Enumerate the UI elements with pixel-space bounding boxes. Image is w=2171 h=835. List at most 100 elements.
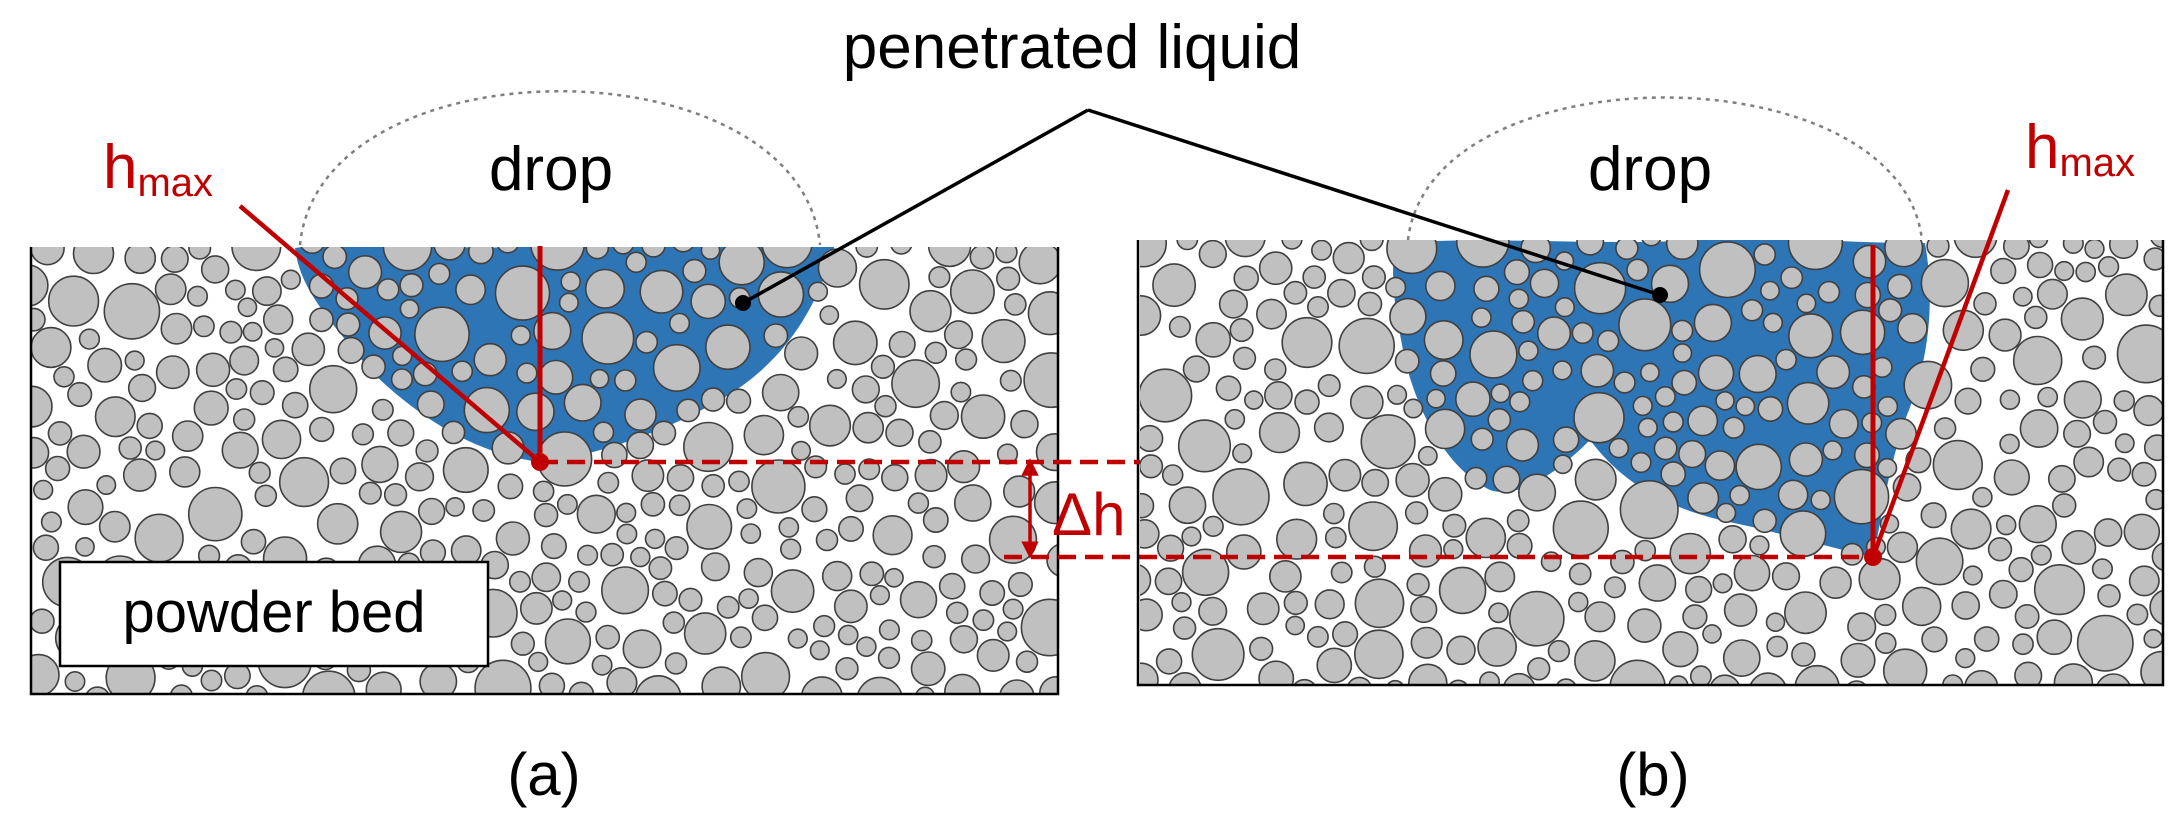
powder-particle [668, 312, 691, 334]
powder-particle [351, 423, 375, 446]
powder-particle [2084, 240, 2105, 259]
powder-particle [1687, 405, 1719, 437]
powder-particle [2097, 583, 2121, 608]
powder-particle [1224, 240, 1266, 258]
powder-particle [837, 624, 859, 646]
powder-particle [1354, 629, 1404, 680]
powder-particle [817, 248, 858, 288]
powder-particle [1689, 665, 1712, 685]
powder-particle [676, 398, 701, 423]
powder-particle [1140, 598, 1163, 632]
powder-particle [309, 416, 335, 443]
powder-particle [857, 676, 903, 693]
powder-particle [1573, 391, 1625, 444]
powder-particle [1828, 408, 1859, 439]
powder-particle [1492, 465, 1521, 494]
powder-particle [497, 247, 519, 254]
powder-particle [75, 537, 95, 557]
powder-particle [1361, 265, 1386, 290]
powder-particle [783, 336, 819, 371]
powder-particle [32, 653, 60, 693]
powder-particle [890, 247, 913, 255]
powder-particle [1348, 501, 1399, 552]
powder-particle [118, 436, 142, 460]
powder-particle [1584, 601, 1616, 633]
powder-particle [1140, 240, 1167, 268]
powder-particle [910, 651, 946, 687]
powder-particle [743, 557, 774, 588]
powder-particle [801, 676, 843, 693]
powder-particle [1632, 395, 1653, 417]
powder-particle [1506, 532, 1533, 559]
powder-particle [32, 264, 49, 307]
powder-particle [455, 274, 487, 306]
powder-particle [1660, 461, 1687, 487]
powder-particle [922, 506, 949, 533]
powder-particle [1791, 642, 1816, 667]
powder-particle [416, 390, 445, 419]
powder-particle [124, 247, 157, 275]
powder-particle [1839, 309, 1886, 356]
powder-particle [585, 247, 610, 260]
powder-particle [87, 347, 123, 383]
powder-particle [98, 510, 131, 543]
powder-particle [224, 279, 246, 301]
powder-particle [1955, 647, 1976, 669]
powder-particle [1322, 502, 1345, 525]
powder-particle [1573, 261, 1627, 315]
powder-particle [821, 560, 853, 592]
powder-particle [927, 247, 972, 268]
powder-particle [1140, 564, 1152, 596]
powder-particle [612, 247, 634, 255]
powder-particle [1490, 383, 1511, 404]
powder-particle [738, 588, 760, 610]
powder-particle [597, 471, 620, 494]
powder-particle [1455, 240, 1510, 268]
powder-particle [1816, 355, 1851, 390]
powder-particle [787, 405, 810, 428]
powder-particle [909, 289, 952, 333]
powder-particle [1386, 384, 1408, 405]
powder-particle [2123, 513, 2161, 551]
panel-b [1136, 96, 2165, 687]
powder-particle [472, 498, 496, 522]
powder-particle [1784, 591, 1828, 635]
powder-particle [1181, 526, 1202, 547]
powder-particle [556, 493, 578, 515]
powder-particle [1283, 590, 1309, 616]
powder-particle [1517, 473, 1557, 512]
powder-particle [2145, 488, 2162, 511]
powder-particle [193, 390, 229, 426]
powder-particle [808, 404, 852, 447]
powder-particle [1293, 678, 1316, 685]
powder-bed-particles-right [1140, 240, 2162, 685]
powder-particle [122, 458, 157, 492]
powder-particle [538, 359, 574, 395]
powder-particle [635, 330, 659, 354]
powder-particle [1311, 240, 1333, 261]
powder-particle [1307, 295, 1330, 318]
powder-particle [1359, 240, 1384, 252]
powder-particle [981, 318, 1026, 364]
powder-particle [2128, 565, 2160, 597]
powder-particle [1314, 589, 1345, 620]
powder-particle [1810, 489, 1831, 511]
powder-particle [728, 470, 750, 493]
powder-particle [929, 400, 959, 431]
powder-particle [1198, 596, 1228, 626]
powder-particle [2030, 544, 2052, 566]
powder-particle [1423, 320, 1464, 361]
powder-particle [2033, 563, 2086, 616]
hmax-pointer-left [238, 204, 542, 464]
powder-particle [718, 247, 765, 286]
powder-particle [1027, 291, 1057, 336]
panel-label-a: (a) [507, 741, 580, 808]
powder-particle [576, 494, 616, 534]
powder-particle [1933, 417, 1957, 440]
powder-particle [1722, 416, 1746, 439]
powder-particle [1406, 572, 1430, 597]
powder-particle [387, 419, 415, 447]
powder-particle [53, 365, 75, 388]
powder-particle [229, 345, 260, 376]
powder-particle [1973, 291, 1997, 316]
